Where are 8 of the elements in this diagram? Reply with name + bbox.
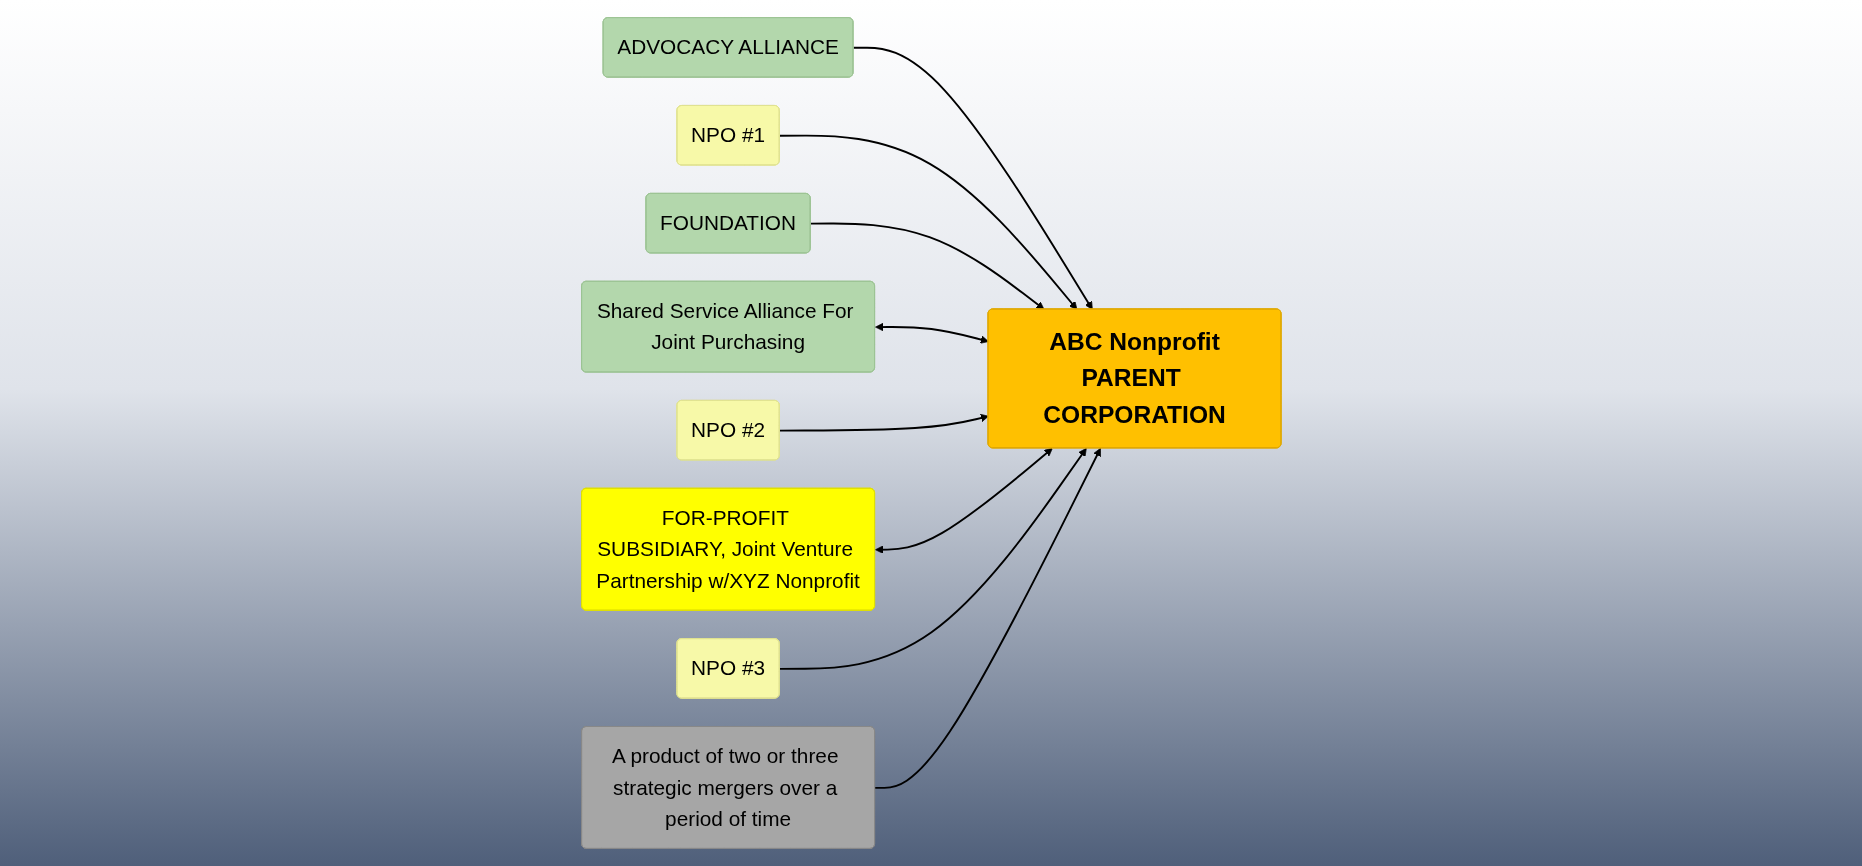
- arrow: [873, 447, 1101, 789]
- arrow: [778, 413, 989, 432]
- arrow: [852, 46, 1093, 310]
- arrow: [809, 222, 1045, 310]
- arrow: [778, 134, 1077, 310]
- arrow: [874, 322, 989, 344]
- arrow: [778, 447, 1087, 670]
- arrow: [874, 447, 1053, 554]
